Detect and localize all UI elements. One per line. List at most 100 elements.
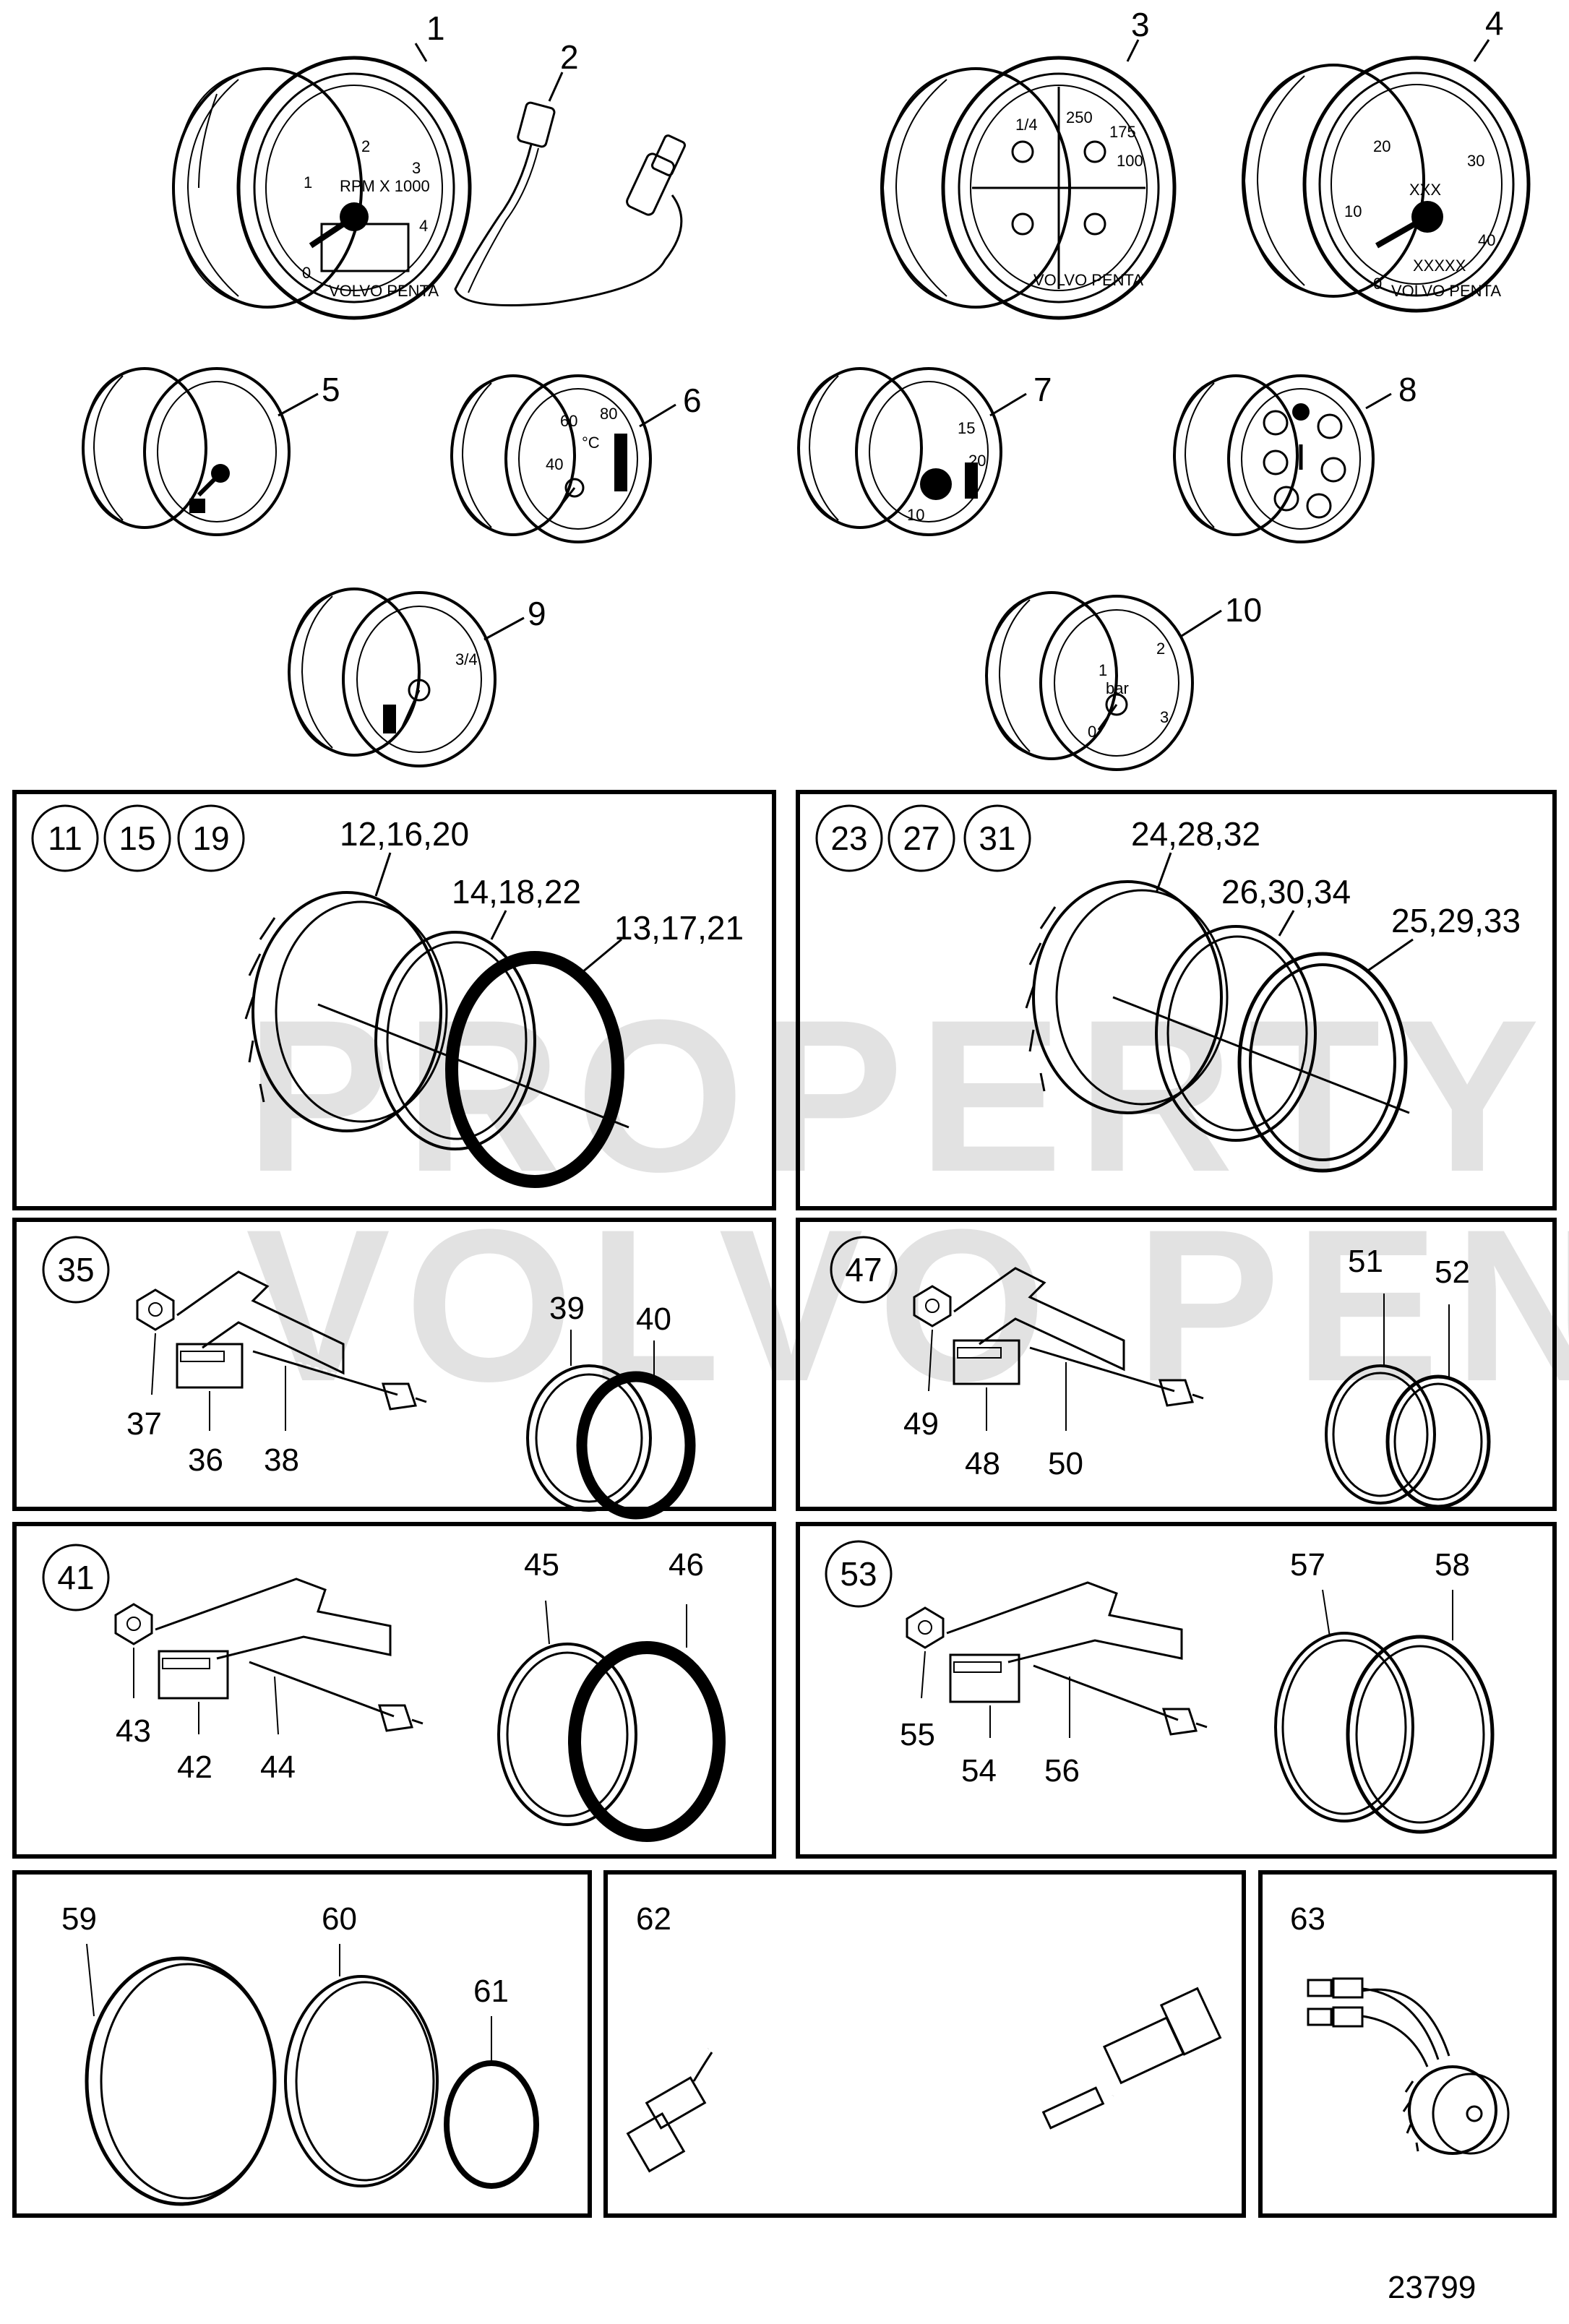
- panel-bezel-b-callout-2: 25,29,33: [1391, 902, 1521, 939]
- gauge-9-callout: 9: [528, 595, 546, 632]
- gauge-7-tick-0: 10: [907, 506, 924, 524]
- gauge-9-tick-0: 3/4: [455, 650, 478, 668]
- gauge-4-callout: 4: [1485, 4, 1504, 42]
- panel-bracket-c-circle: 41: [57, 1559, 94, 1596]
- panel-bracket-c: 41 43 42 44 45 46: [12, 1522, 776, 1859]
- watermark-line-2: VOLVO PENTA: [246, 1184, 1569, 1426]
- panel-rings-callout-2: 61: [473, 1974, 509, 2009]
- gauge-7-tick-2: 20: [968, 452, 986, 470]
- gauge-10-tick-3: 3: [1160, 708, 1169, 726]
- gauge-10-tick-2: 2: [1156, 640, 1165, 658]
- panel-bracket-b-callout-4: 52: [1435, 1254, 1470, 1290]
- gauge-3-brand: VOLVO PENTA: [1033, 271, 1143, 289]
- gauge-4-tick-0: 0: [1373, 275, 1382, 293]
- gauge-3-quad: 1/4 250 175 100 VOLVO PENTA 3: [880, 6, 1177, 320]
- gauge-1-callout: 1: [426, 9, 445, 47]
- gauge-10-tick-0: 0: [1088, 723, 1096, 741]
- gauge-10-unit: bar: [1106, 679, 1129, 697]
- gauge-4-tick-2: 20: [1373, 137, 1390, 155]
- panel-rings: 59 60 61: [12, 1870, 592, 2218]
- panel-bracket-a-callout-3: 39: [549, 1291, 585, 1326]
- panel-rings-callout-0: 59: [61, 1901, 97, 1937]
- gauge-1-scale-text: RPM X 1000: [340, 177, 430, 195]
- gauge-6-tick-0: 40: [546, 455, 563, 473]
- panel-bracket-a-circle: 35: [57, 1251, 94, 1288]
- panel-bracket-a-callout-2: 38: [264, 1442, 299, 1478]
- panel-bracket-d-circle: 53: [840, 1555, 877, 1593]
- panel-bracket-d: 53 55 54 56 57 58: [796, 1522, 1557, 1859]
- gauge-3-callout: 3: [1131, 6, 1150, 43]
- gauge-8-callout: 8: [1398, 371, 1417, 408]
- panel-bracket-b-callout-3: 51: [1348, 1244, 1383, 1279]
- gauge-6-tick-1: 60: [560, 412, 577, 430]
- panel-bezel-b-callout-1: 26,30,34: [1221, 873, 1351, 911]
- panel-harness: 62: [603, 1870, 1246, 2218]
- panel-bracket-c-callout-4: 46: [669, 1547, 704, 1583]
- gauge-3-tick-1: 250: [1066, 108, 1093, 126]
- panel-bezel-b: 23 27 31 24,28,32 26,30,34 25,29,33: [796, 790, 1557, 1210]
- watermark-line-1: PROPERTY OF: [246, 974, 1569, 1217]
- panel-bracket-a-callout-0: 37: [126, 1406, 162, 1442]
- gauge-6-callout: 6: [683, 382, 702, 419]
- panel-bracket-b-callout-2: 50: [1048, 1446, 1083, 1481]
- panel-bezel-a-callout-2: 13,17,21: [614, 909, 744, 947]
- panel-bracket-a: 35 37 36 38 39 40: [12, 1218, 776, 1520]
- panel-bezel-a: 11 15 19 12,16,20 14,18,22 13,17,21: [12, 790, 776, 1210]
- panel-rings-callout-1: 60: [322, 1901, 357, 1937]
- gauge-6-unit: °C: [582, 434, 600, 452]
- panel-bracket-d-callout-1: 54: [961, 1753, 997, 1789]
- panel-bracket-b-callout-0: 49: [903, 1406, 939, 1442]
- panel-harness-callout: 62: [636, 1901, 671, 1937]
- gauge-1-brand: VOLVO PENTA: [329, 282, 439, 300]
- watermark: PROPERTY OF VOLVO PENTA: [246, 974, 1569, 1426]
- panel-bracket-b: 47 49 48 50 51 52: [796, 1218, 1557, 1511]
- panel-bracket-c-callout-1: 42: [177, 1750, 212, 1785]
- drawing-number: 23799: [1388, 2270, 1476, 2305]
- gauge-4-tick-3: 30: [1467, 152, 1484, 170]
- gauge-4-speedometer: 0 10 20 30 40 XXX XXXXX VOLVO PENTA 4: [1242, 4, 1531, 313]
- gauge-1-tachometer: RPM X 1000 0 1 2 3 4 VOLVO PENTA 1: [172, 9, 472, 320]
- panel-bracket-c-callout-2: 44: [260, 1750, 296, 1785]
- gauge-6-temperature: 40 60 80 °C 6: [450, 374, 702, 543]
- gauge-1-tick-1: 1: [304, 173, 312, 191]
- panel-bezel-b-callout-0: 24,28,32: [1131, 815, 1260, 853]
- gauge-5-callout: 5: [322, 371, 340, 408]
- panel-bracket-d-callout-0: 55: [900, 1717, 935, 1752]
- panel-bezel-a-circle-1: 15: [119, 819, 155, 857]
- panel-bracket-c-callout-0: 43: [116, 1713, 151, 1749]
- gauge-1-tick-0: 0: [302, 264, 311, 282]
- gauge-10-pressure: 0 1 2 3 bar 10: [985, 591, 1262, 771]
- part-2-callout: 2: [560, 38, 579, 76]
- panel-bracket-d-callout-2: 56: [1044, 1753, 1080, 1789]
- panel-bezel-b-circle-0: 23: [830, 819, 867, 857]
- gauge-4-tick-4: 40: [1478, 231, 1495, 249]
- gauge-8-warning-panel: 8: [1173, 371, 1417, 543]
- panel-bracket-b-callout-1: 48: [965, 1446, 1000, 1481]
- panel-bracket-d-callout-3: 57: [1290, 1547, 1325, 1583]
- panel-bezel-b-circle-1: 27: [903, 819, 940, 857]
- gauge-1-tick-3: 3: [412, 159, 421, 177]
- gauge-3-tick-2: 175: [1109, 123, 1136, 141]
- panel-buzzer: 63: [1258, 1870, 1557, 2218]
- gauge-10-tick-1: 1: [1099, 661, 1107, 679]
- panel-bracket-a-callout-4: 40: [636, 1301, 671, 1337]
- panel-bezel-a-callout-0: 12,16,20: [340, 815, 469, 853]
- panel-bezel-a-circle-0: 11: [48, 819, 82, 857]
- gauge-10-callout: 10: [1225, 591, 1262, 629]
- panel-bracket-c-callout-3: 45: [524, 1547, 559, 1583]
- gauge-1-tick-2: 2: [361, 137, 370, 155]
- panel-bezel-b-circle-2: 31: [979, 819, 1015, 857]
- panel-bracket-d-callout-4: 58: [1435, 1547, 1470, 1583]
- panel-bracket-b-circle: 47: [845, 1251, 882, 1288]
- gauge-3-tick-0: 1/4: [1015, 116, 1038, 134]
- gauge-7-tick-1: 15: [958, 419, 975, 437]
- gauge-4-tick-1: 10: [1344, 202, 1362, 220]
- gauge-6-tick-2: 80: [600, 405, 617, 423]
- gauge-3-tick-3: 100: [1117, 152, 1143, 170]
- part-2-cable: 2: [454, 38, 687, 306]
- gauge-7-callout: 7: [1033, 371, 1052, 408]
- panel-bracket-a-callout-1: 36: [188, 1442, 223, 1478]
- panel-bezel-a-callout-1: 14,18,22: [452, 873, 581, 911]
- gauge-4-odometer: XXXXX: [1413, 257, 1466, 275]
